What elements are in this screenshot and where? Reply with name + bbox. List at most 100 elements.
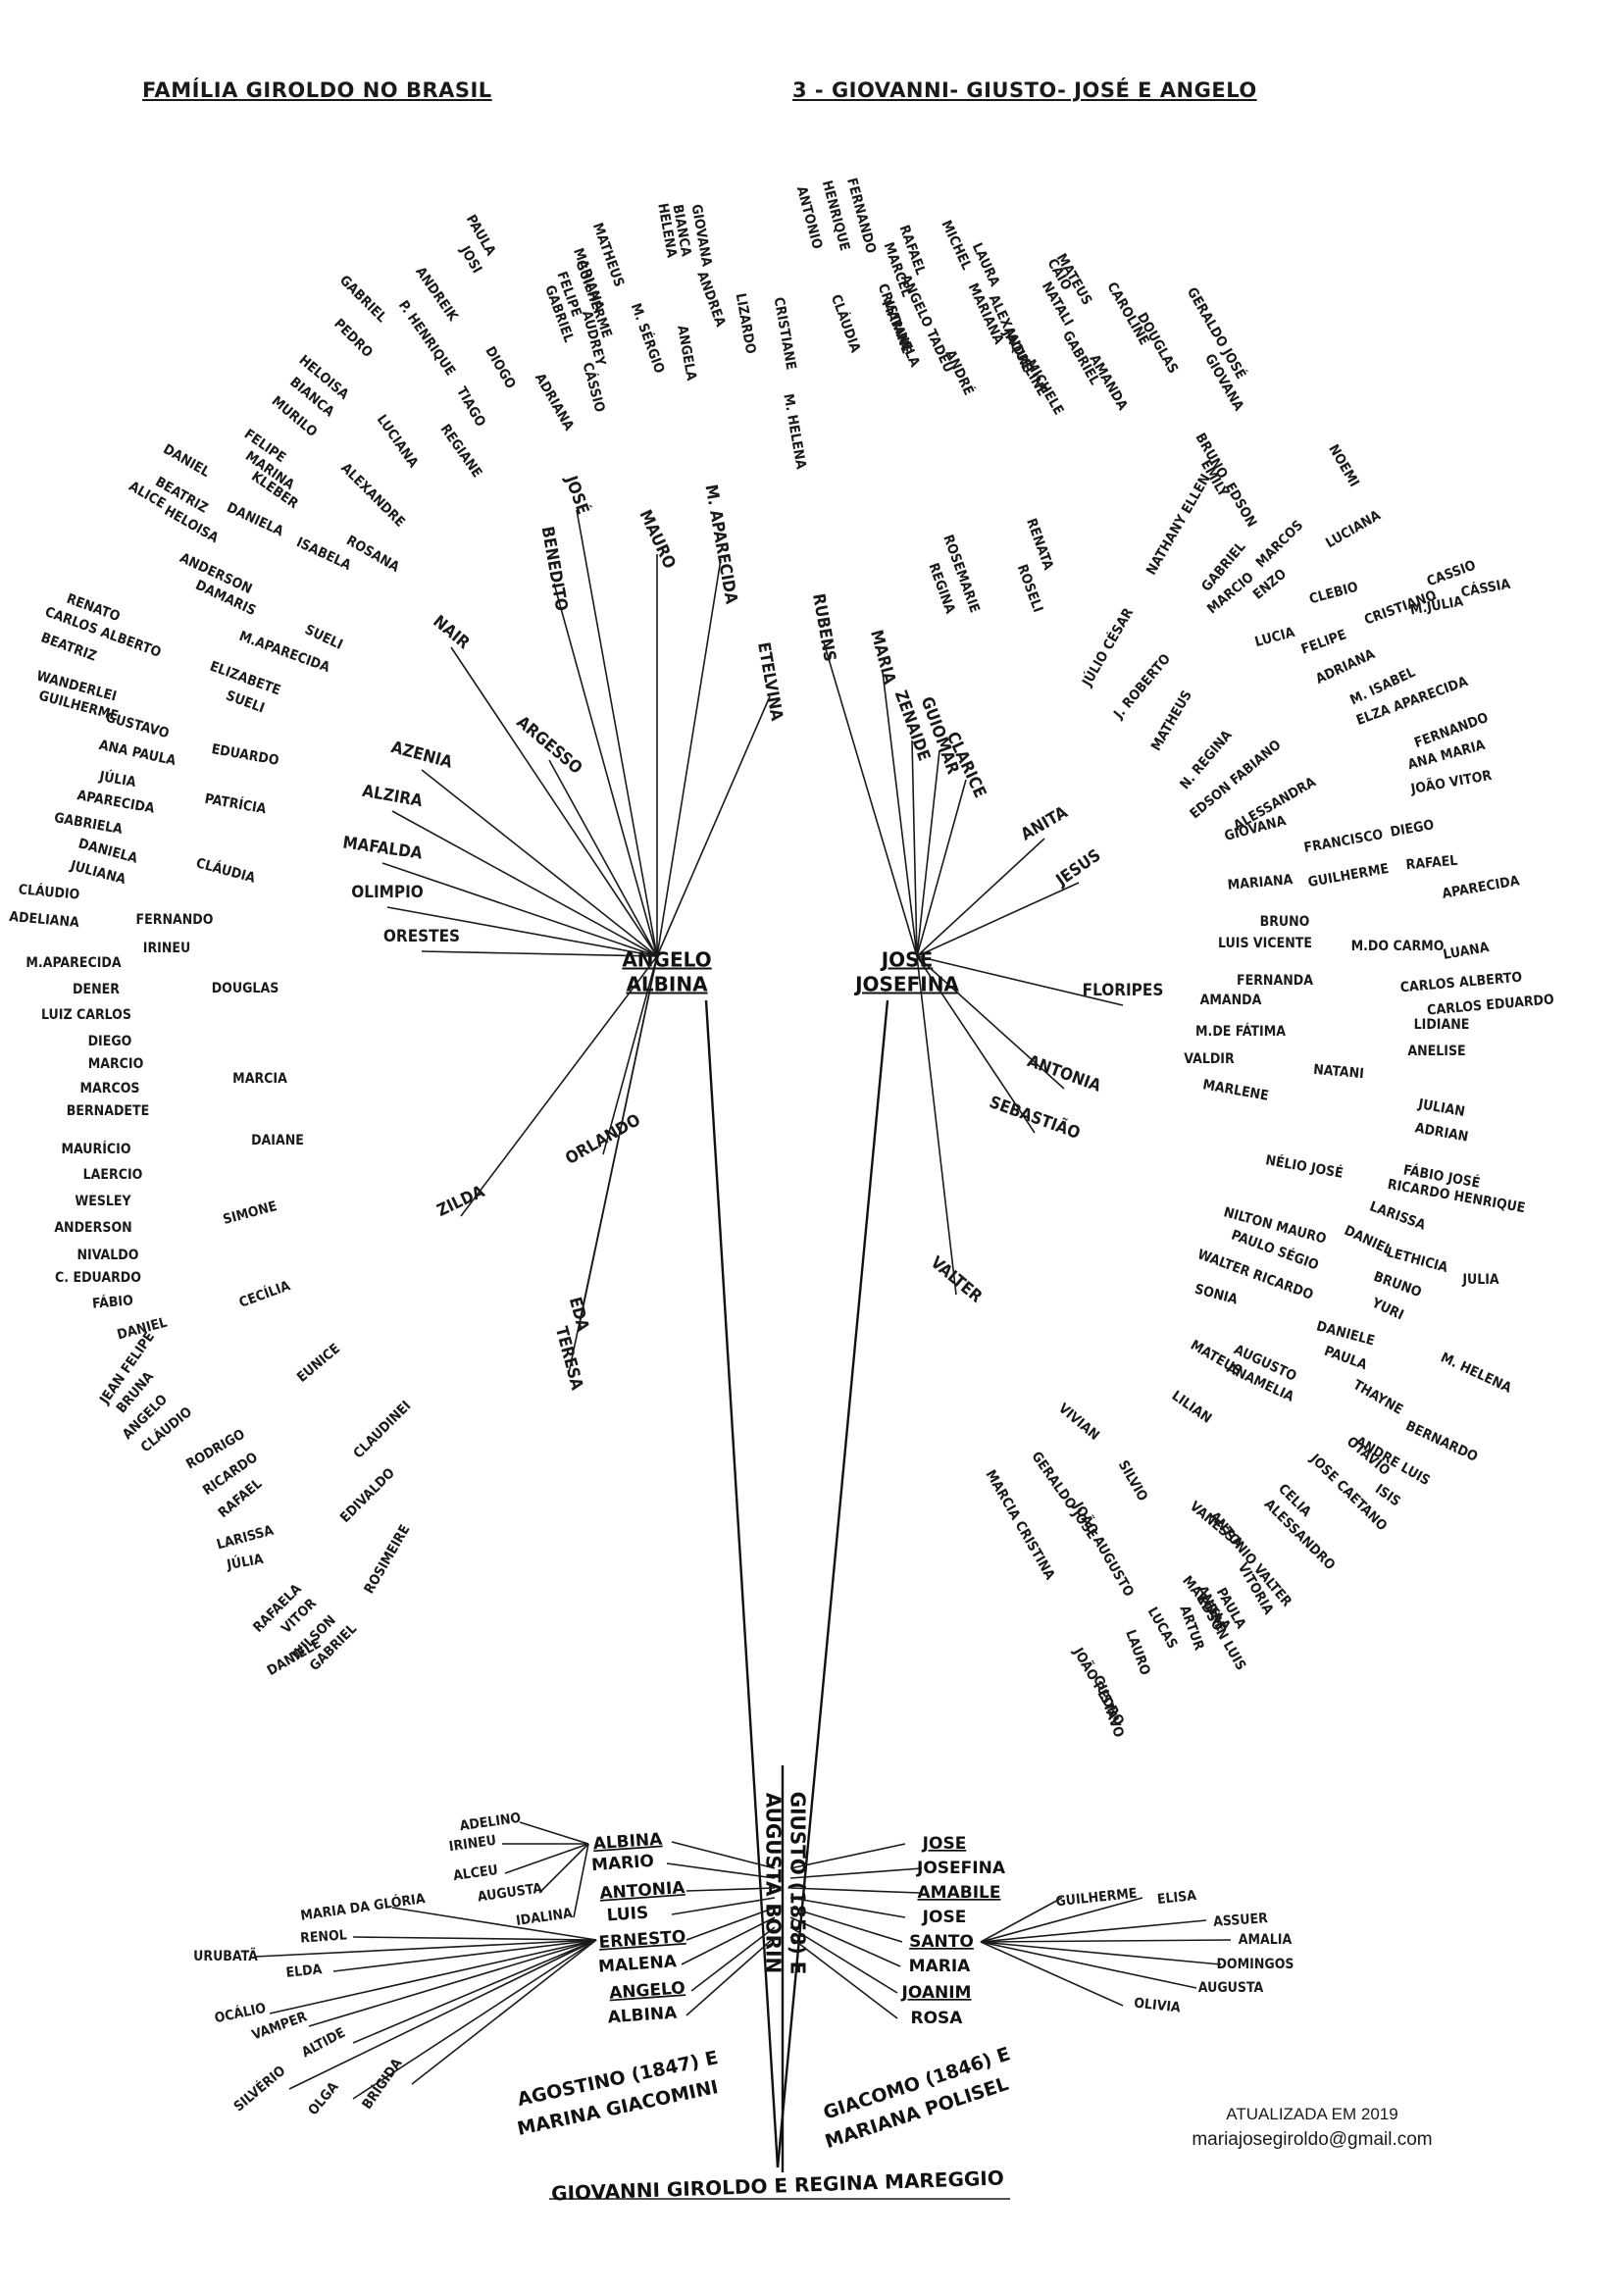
descendant-name: IRINEU: [143, 941, 190, 956]
descendant-name: JÚLIA: [225, 1550, 265, 1573]
branch-line: [269, 1939, 597, 2014]
grandchild-name: MARIA DA GLÓRIA: [299, 1889, 427, 1924]
descendant-name: REGIANE: [437, 422, 485, 481]
descendant-name: CRISTIANE: [771, 296, 799, 372]
descendant-name: GUSTAVO: [1090, 1673, 1127, 1740]
descendant-name: MATHEUS: [1148, 688, 1195, 753]
branch-line: [352, 1939, 597, 2100]
branch-line: [656, 558, 722, 957]
branch-line: [916, 749, 940, 957]
descendant-name: NIVALDO: [77, 1248, 139, 1263]
child-name: JOANIM: [901, 1983, 972, 2003]
descendant-name: CÁSSIO: [580, 361, 609, 415]
contact-email: mariajosegiroldo@gmail.com: [1192, 2129, 1433, 2150]
descendant-name: SONIA: [1193, 1281, 1240, 1307]
grandchild-name: AUGUSTA: [477, 1880, 543, 1905]
descendant-name: C. EDUARDO: [55, 1270, 141, 1286]
descendant-name: CLÁUDIA: [828, 292, 864, 355]
child-name: ANTONIA: [599, 1878, 686, 1904]
branch-line: [980, 1941, 1197, 1989]
descendant-name: ADRIAN: [1414, 1120, 1470, 1145]
descendant-name: ANDERSON: [54, 1220, 131, 1236]
descendant-name: MICHELE: [1023, 357, 1067, 418]
descendant-name: GIOVANA: [688, 203, 715, 268]
descendant-name: BRUNO: [1260, 914, 1310, 930]
grandchild-name: OLIVIA: [1133, 1996, 1181, 2016]
grandchild-name: ALCEU: [452, 1862, 499, 1884]
descendant-name: ENZO: [1250, 566, 1290, 603]
descendant-name: PEDRO: [330, 316, 376, 361]
descendant-name: EDUARDO: [210, 741, 279, 769]
child-name: ANGELO: [609, 1978, 686, 2003]
descendant-name: LETHICIA: [1385, 1245, 1449, 1276]
grandchild-name: RENOL: [300, 1927, 348, 1946]
descendant-name: LUCIA: [1253, 625, 1296, 650]
branch-line: [332, 1939, 597, 1972]
descendant-name: TIAGO: [453, 384, 488, 430]
branch-line: [980, 1939, 1232, 1943]
grandchild-name: ALTIDE: [299, 2025, 348, 2062]
giusto-label: AUGUSTA BORIN: [762, 1793, 786, 1974]
branch-line: [789, 1897, 906, 1918]
page-title-right: 3 - GIOVANNI- GIUSTO- JOSÉ E ANGELO: [792, 78, 1257, 102]
descendant-name: MARCIA CRISTINA: [982, 1467, 1057, 1583]
grandchild-name: ELDA: [285, 1962, 324, 1981]
descendant-name: DENER: [73, 982, 120, 997]
descendant-name: LUIZ CARLOS: [41, 1007, 131, 1023]
descendant-name: FELIPE: [1299, 627, 1348, 657]
angelo-couple-label: ANGELO: [622, 948, 711, 972]
descendant-name: BERNARDO: [1403, 1418, 1481, 1465]
child-name: LUIS: [606, 1904, 649, 1926]
branch-line: [548, 759, 658, 957]
descendant-name: LARISSA: [1367, 1198, 1428, 1233]
descendant-name: ANTONIO: [793, 184, 825, 251]
branch-line: [421, 769, 658, 957]
descendant-name: LUCIANA: [1323, 508, 1384, 552]
descendant-name: ANGELA: [674, 325, 699, 382]
descendant-name: ANA PAULA: [97, 738, 178, 769]
branch-line: [553, 583, 658, 957]
child-name: JOSE: [922, 1908, 967, 1927]
descendant-name: SUELI: [302, 622, 345, 653]
branch-line: [789, 1936, 898, 2019]
child-name: ALBINA: [607, 2004, 679, 2028]
branch-line: [391, 1907, 597, 1941]
descendant-name: EDIVALDO: [337, 1465, 398, 1526]
branch-line: [411, 1939, 597, 2085]
descendant-name: MAURÍCIO: [61, 1141, 130, 1157]
descendant-name: LIZARDO: [733, 292, 759, 356]
branch-line: [504, 1843, 589, 1874]
child-name: ORESTES: [383, 927, 460, 946]
child-name: M. APARECIDA: [700, 484, 740, 606]
giusto-label: GIUSTO (1858) E: [787, 1792, 810, 1975]
child-name: MALENA: [597, 1952, 678, 1977]
grandchild-name: BRÍGIDA: [359, 2055, 406, 2112]
descendant-name: LAURO: [1122, 1628, 1153, 1678]
descendant-name: CLAUDINEI: [351, 1399, 415, 1462]
descendant-name: CÁSSIA: [1459, 576, 1511, 601]
descendant-name: ROSIMEIRE: [361, 1522, 413, 1597]
descendant-name: GUSTAVO: [104, 710, 171, 742]
descendant-name: GUILHERME: [1307, 861, 1391, 891]
branch-line: [980, 1941, 1222, 1965]
descendant-name: DANIEL: [160, 441, 212, 481]
descendant-name: SILVIO: [1115, 1458, 1150, 1504]
branch-line: [789, 1916, 901, 1967]
descendant-name: YURI: [1368, 1295, 1405, 1323]
descendant-name: JÚLIO CÉSAR: [1078, 604, 1138, 689]
branch-line: [352, 1939, 597, 2044]
descendant-name: DOUGLAS: [212, 981, 279, 996]
descendant-name: CARLOS EDUARDO: [1427, 992, 1555, 1018]
child-name: ANTONIA: [1025, 1051, 1104, 1096]
descendant-name: WESLEY: [75, 1194, 131, 1209]
descendant-name: JOÃO VITOR: [1408, 767, 1493, 797]
branch-line: [980, 1941, 1124, 2007]
branch-line: [254, 1939, 597, 1958]
child-name: VALTER: [927, 1252, 987, 1306]
grandchild-name: IDALINA: [515, 1906, 574, 1929]
descendant-name: APARECIDA: [76, 788, 156, 817]
descendant-name: M.APARECIDA: [25, 955, 121, 971]
child-name: ERNESTO: [598, 1927, 686, 1953]
child-name: MAURO: [634, 507, 679, 572]
child-name: AZENIA: [389, 738, 455, 773]
